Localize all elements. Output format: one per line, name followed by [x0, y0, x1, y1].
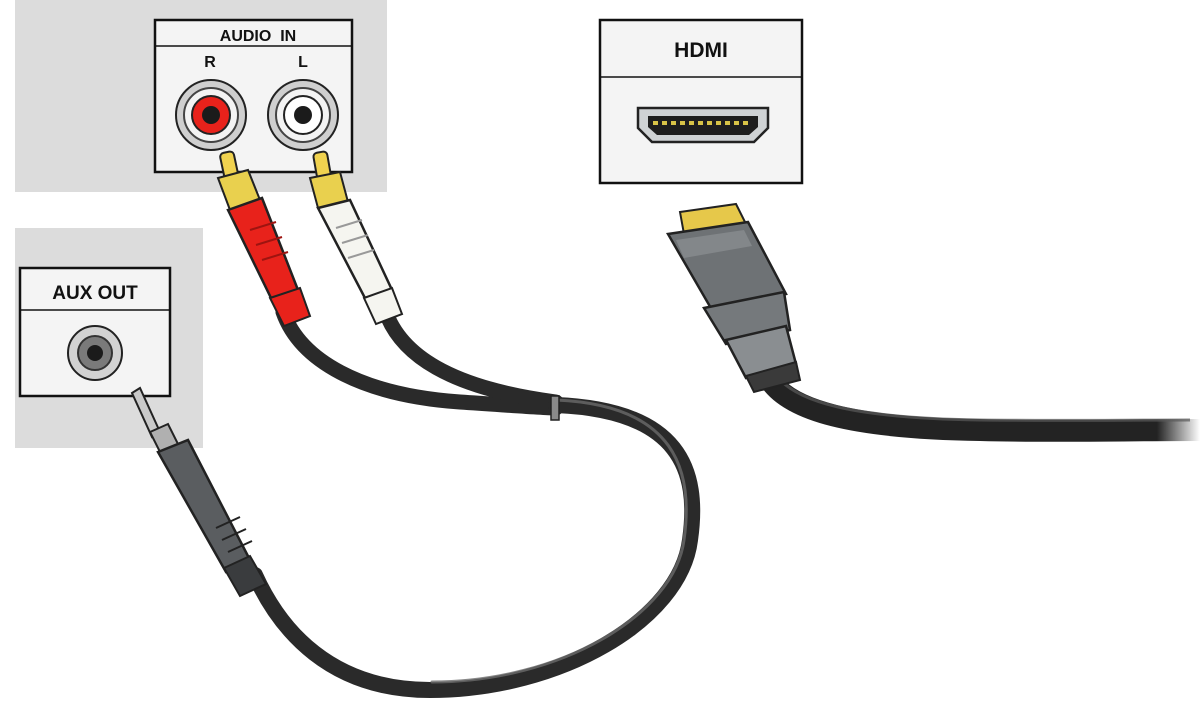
- cable-split-ring: [550, 395, 560, 421]
- aux-jack-icon[interactable]: [67, 325, 123, 381]
- audio-in-panel: AUDIO IN R L: [153, 18, 354, 174]
- audio-in-left-label: L: [298, 54, 308, 71]
- hdmi-title: HDMI: [674, 39, 728, 62]
- rca-red-jack-icon[interactable]: [175, 79, 247, 151]
- rca-white-plug-icon[interactable]: [308, 150, 404, 326]
- hdmi-plug-icon[interactable]: [665, 202, 802, 394]
- audio-in-title: AUDIO IN: [220, 28, 296, 45]
- rca-red-plug-icon[interactable]: [216, 150, 312, 328]
- rca-white-jack-icon[interactable]: [267, 79, 339, 151]
- hdmi-cable[interactable]: [760, 373, 1200, 442]
- aux-out-title: AUX OUT: [52, 283, 138, 304]
- hdmi-port-icon[interactable]: [636, 106, 770, 144]
- aux-out-panel: AUX OUT: [18, 266, 172, 398]
- aux-3.5mm-plug-icon[interactable]: [130, 386, 268, 598]
- hdmi-panel: HDMI: [598, 18, 804, 185]
- audio-in-right-label: R: [204, 54, 216, 71]
- rca-to-aux-cable[interactable]: [247, 302, 701, 699]
